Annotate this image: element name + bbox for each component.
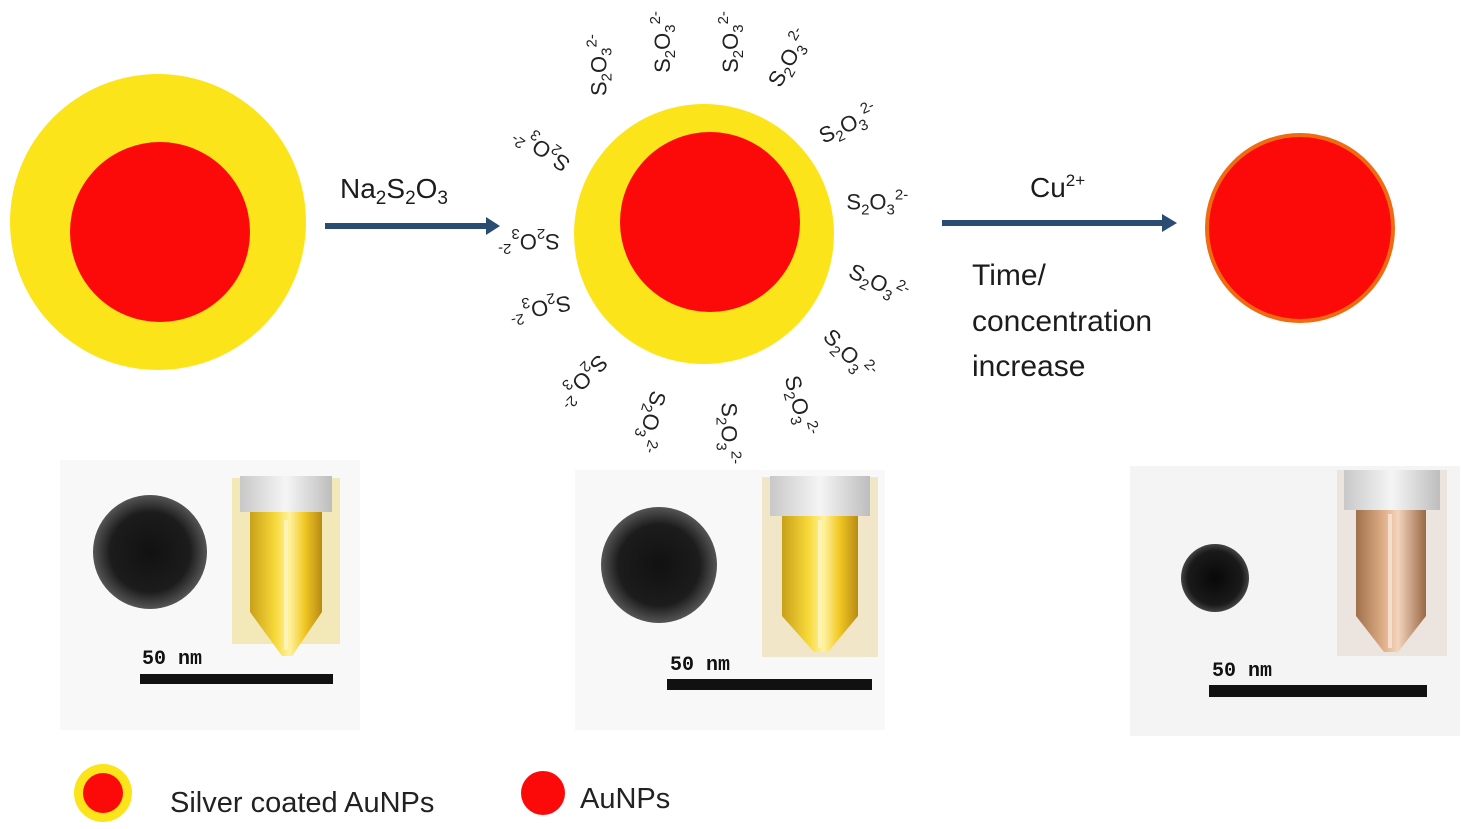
tem-particle bbox=[601, 507, 717, 623]
reagent-na2s2o3: Na2S2O3 bbox=[340, 173, 448, 209]
gold-core bbox=[620, 132, 800, 312]
scale-bar bbox=[140, 674, 333, 684]
silver-coated-aunp-start bbox=[10, 74, 306, 370]
thiosulfate-ion-label: S2O32- bbox=[843, 256, 913, 311]
tem-particle bbox=[1181, 544, 1249, 612]
reaction-arrow-copper: Cu2+ Time/ concentration increase bbox=[942, 171, 1177, 383]
reaction-arrow-thiosulfate: Na2S2O3 bbox=[325, 173, 500, 235]
legend-marker-core bbox=[521, 771, 565, 815]
scale-bar bbox=[667, 679, 872, 690]
thiosulfate-ion-label: S2O32- bbox=[846, 187, 908, 219]
thiosulfate-ion-label: S2O32- bbox=[814, 97, 884, 152]
legend-item-silver-coated-aunps: Silver coated AuNPs bbox=[74, 764, 434, 822]
tem-particle bbox=[93, 495, 207, 609]
thiosulfate-ion-label: S2O32- bbox=[549, 347, 615, 413]
tem-panel-1: 50 nm bbox=[60, 460, 360, 730]
legend-item-aunps: AuNPs bbox=[521, 771, 670, 815]
vial-photo bbox=[1337, 470, 1447, 656]
scale-bar bbox=[1209, 685, 1427, 697]
reagent-cu2plus: Cu2+ bbox=[1030, 171, 1085, 203]
legend-label: Silver coated AuNPs bbox=[170, 787, 434, 819]
legend: Silver coated AuNPs AuNPs bbox=[74, 764, 670, 822]
thiosulfate-ion-label: S2O32- bbox=[584, 34, 616, 96]
tem-panel-2: 50 nm bbox=[575, 470, 885, 730]
thiosulfate-ion-label: S2O32- bbox=[776, 372, 823, 440]
thiosulfate-ion-label: S2O32- bbox=[647, 11, 679, 73]
scale-bar-label: 50 nm bbox=[1212, 660, 1272, 683]
thiosulfate-ion-label: S2O32- bbox=[507, 286, 573, 328]
scale-bar-label: 50 nm bbox=[670, 654, 730, 677]
vial-photo bbox=[232, 476, 340, 656]
vial-photo bbox=[762, 476, 878, 657]
condition-note: Time/ concentration increase bbox=[972, 259, 1160, 383]
thiosulfate-ion-label: S2O32- bbox=[508, 118, 577, 180]
thiosulfate-ion-label: S2O32- bbox=[627, 387, 674, 455]
thiosulfate-ion-label: S2O32- bbox=[760, 24, 819, 94]
thiosulfate-ion-ring: S2O32-S2O32-S2O32-S2O32-S2O32-S2O32-S2O3… bbox=[498, 11, 913, 464]
aunp-end bbox=[1205, 133, 1395, 323]
gold-core bbox=[70, 142, 250, 322]
scale-bar-label: 50 nm bbox=[142, 648, 202, 671]
thiosulfate-ion-label: S2O32- bbox=[712, 402, 744, 464]
thiosulfate-ion-label: S2O32- bbox=[715, 11, 747, 73]
tem-panel-3: 50 nm bbox=[1130, 466, 1460, 736]
legend-label: AuNPs bbox=[580, 783, 670, 815]
gold-core bbox=[1205, 133, 1395, 323]
thiosulfate-ion-label: S2O32- bbox=[815, 322, 881, 388]
thiosulfate-adsorbed-particle: S2O32-S2O32-S2O32-S2O32-S2O32-S2O32-S2O3… bbox=[498, 11, 913, 464]
